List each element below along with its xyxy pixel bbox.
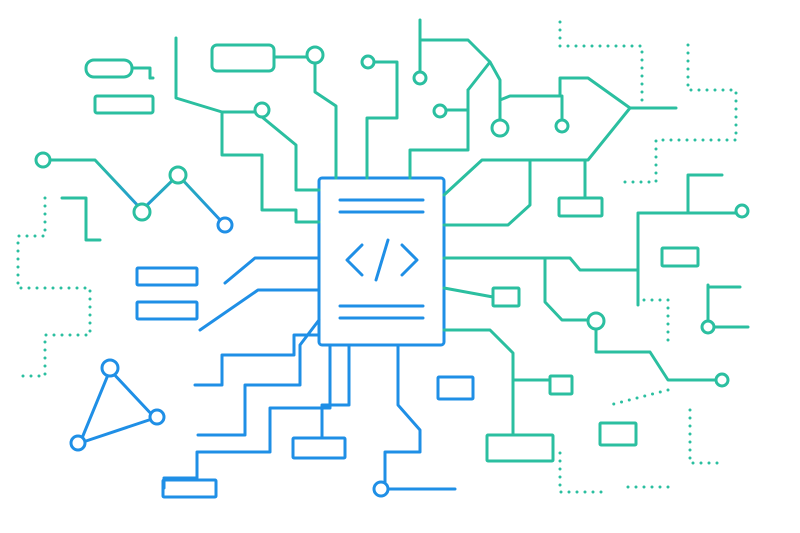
bottom-box-3 bbox=[436, 375, 475, 401]
left-box-2 bbox=[135, 300, 199, 321]
right-box-5 bbox=[485, 433, 555, 463]
right-box-1 bbox=[557, 196, 604, 218]
right-box-4 bbox=[548, 374, 574, 396]
right-box-3 bbox=[491, 286, 521, 308]
right-box-2 bbox=[660, 246, 700, 268]
pill-box-2 bbox=[93, 94, 155, 115]
right-box-6 bbox=[598, 421, 638, 447]
pill-box-1 bbox=[84, 58, 134, 79]
dotted-traces-left bbox=[16, 196, 92, 378]
code-brackets-icon bbox=[345, 238, 419, 282]
central-chip bbox=[317, 176, 446, 347]
chip-body bbox=[317, 176, 446, 347]
top-traces bbox=[84, 18, 678, 227]
dotted-traces-right bbox=[558, 20, 738, 494]
left-box-1 bbox=[135, 266, 199, 287]
bottom-box-2 bbox=[291, 436, 347, 460]
top-box-1 bbox=[210, 43, 276, 73]
left-traces bbox=[34, 151, 321, 452]
bottom-traces bbox=[161, 318, 475, 499]
bottom-box-1 bbox=[161, 478, 218, 499]
right-traces bbox=[442, 173, 750, 463]
